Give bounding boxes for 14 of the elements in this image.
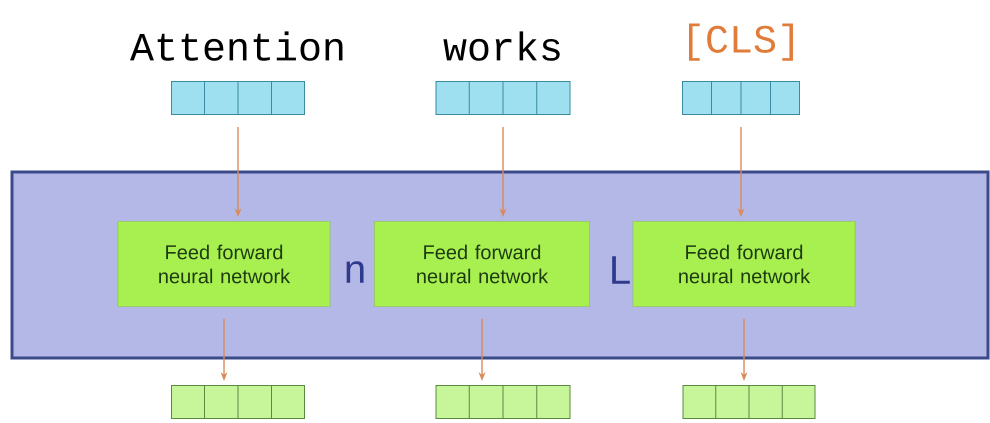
vector-box <box>171 80 305 116</box>
vector-box <box>682 384 816 420</box>
band-letter: L <box>612 256 630 284</box>
vector-box <box>436 384 570 420</box>
network-box: Feed forward neural network <box>374 221 590 307</box>
word-label: works <box>443 31 560 61</box>
network-box: Feed forward neural network <box>632 221 856 307</box>
word-label: Attention <box>130 31 342 61</box>
band-letter: n <box>346 261 364 283</box>
network-box: Feed forward neural network <box>118 221 330 307</box>
vector-box <box>436 80 570 116</box>
vector-box <box>682 80 800 116</box>
word-label: [CLS] <box>689 24 793 61</box>
vector-box <box>171 384 305 420</box>
